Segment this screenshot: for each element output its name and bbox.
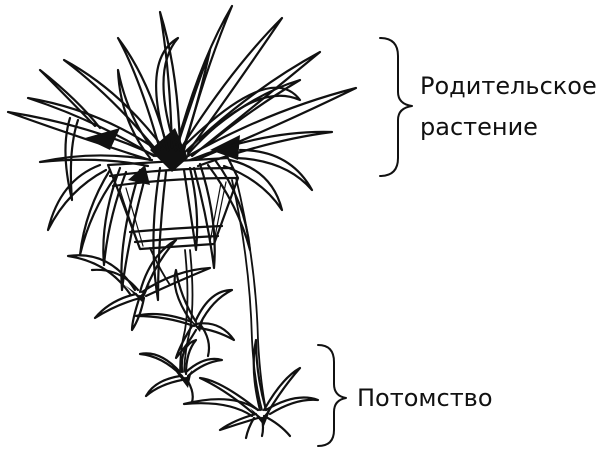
- plantlet-4: [184, 340, 318, 438]
- parent-plant-label-line1: Родительское: [420, 71, 597, 101]
- plantlet-2: [136, 270, 234, 358]
- parent-brace: [380, 38, 412, 176]
- hanging-pot: [108, 158, 238, 249]
- offspring-label: Потомство: [357, 383, 493, 413]
- parent-plant-label-line2: растение: [420, 112, 538, 142]
- offspring-brace: [318, 345, 346, 446]
